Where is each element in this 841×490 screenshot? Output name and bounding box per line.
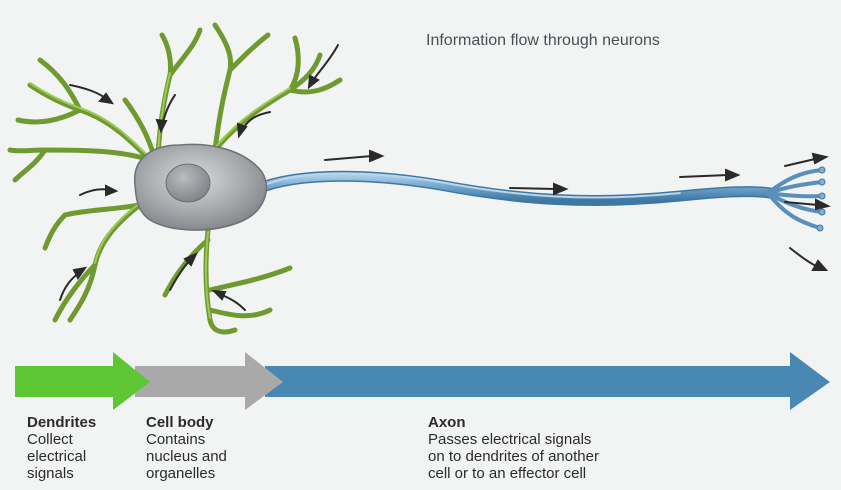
section-description: Collect electrical signals <box>27 431 137 482</box>
cell-body-label: Cell body Contains nucleus and organelle… <box>146 414 286 482</box>
cell-body-arrow <box>135 352 283 410</box>
cell-body <box>135 144 267 230</box>
section-description: Passes electrical signals on to dendrite… <box>428 431 688 482</box>
dendrites-label: Dendrites Collect electrical signals <box>27 414 137 482</box>
flow-bar <box>15 352 830 410</box>
axon-label: Axon Passes electrical signals on to den… <box>428 414 688 482</box>
diagram-title: Information flow through neurons <box>426 32 660 50</box>
section-name: Cell body <box>146 414 286 431</box>
dendrites-arrow <box>15 352 150 410</box>
section-name: Axon <box>428 414 688 431</box>
axon-arrow <box>265 352 830 410</box>
section-description: Contains nucleus and organelles <box>146 431 286 482</box>
axon <box>255 167 825 231</box>
nucleus <box>166 164 210 202</box>
section-name: Dendrites <box>27 414 137 431</box>
